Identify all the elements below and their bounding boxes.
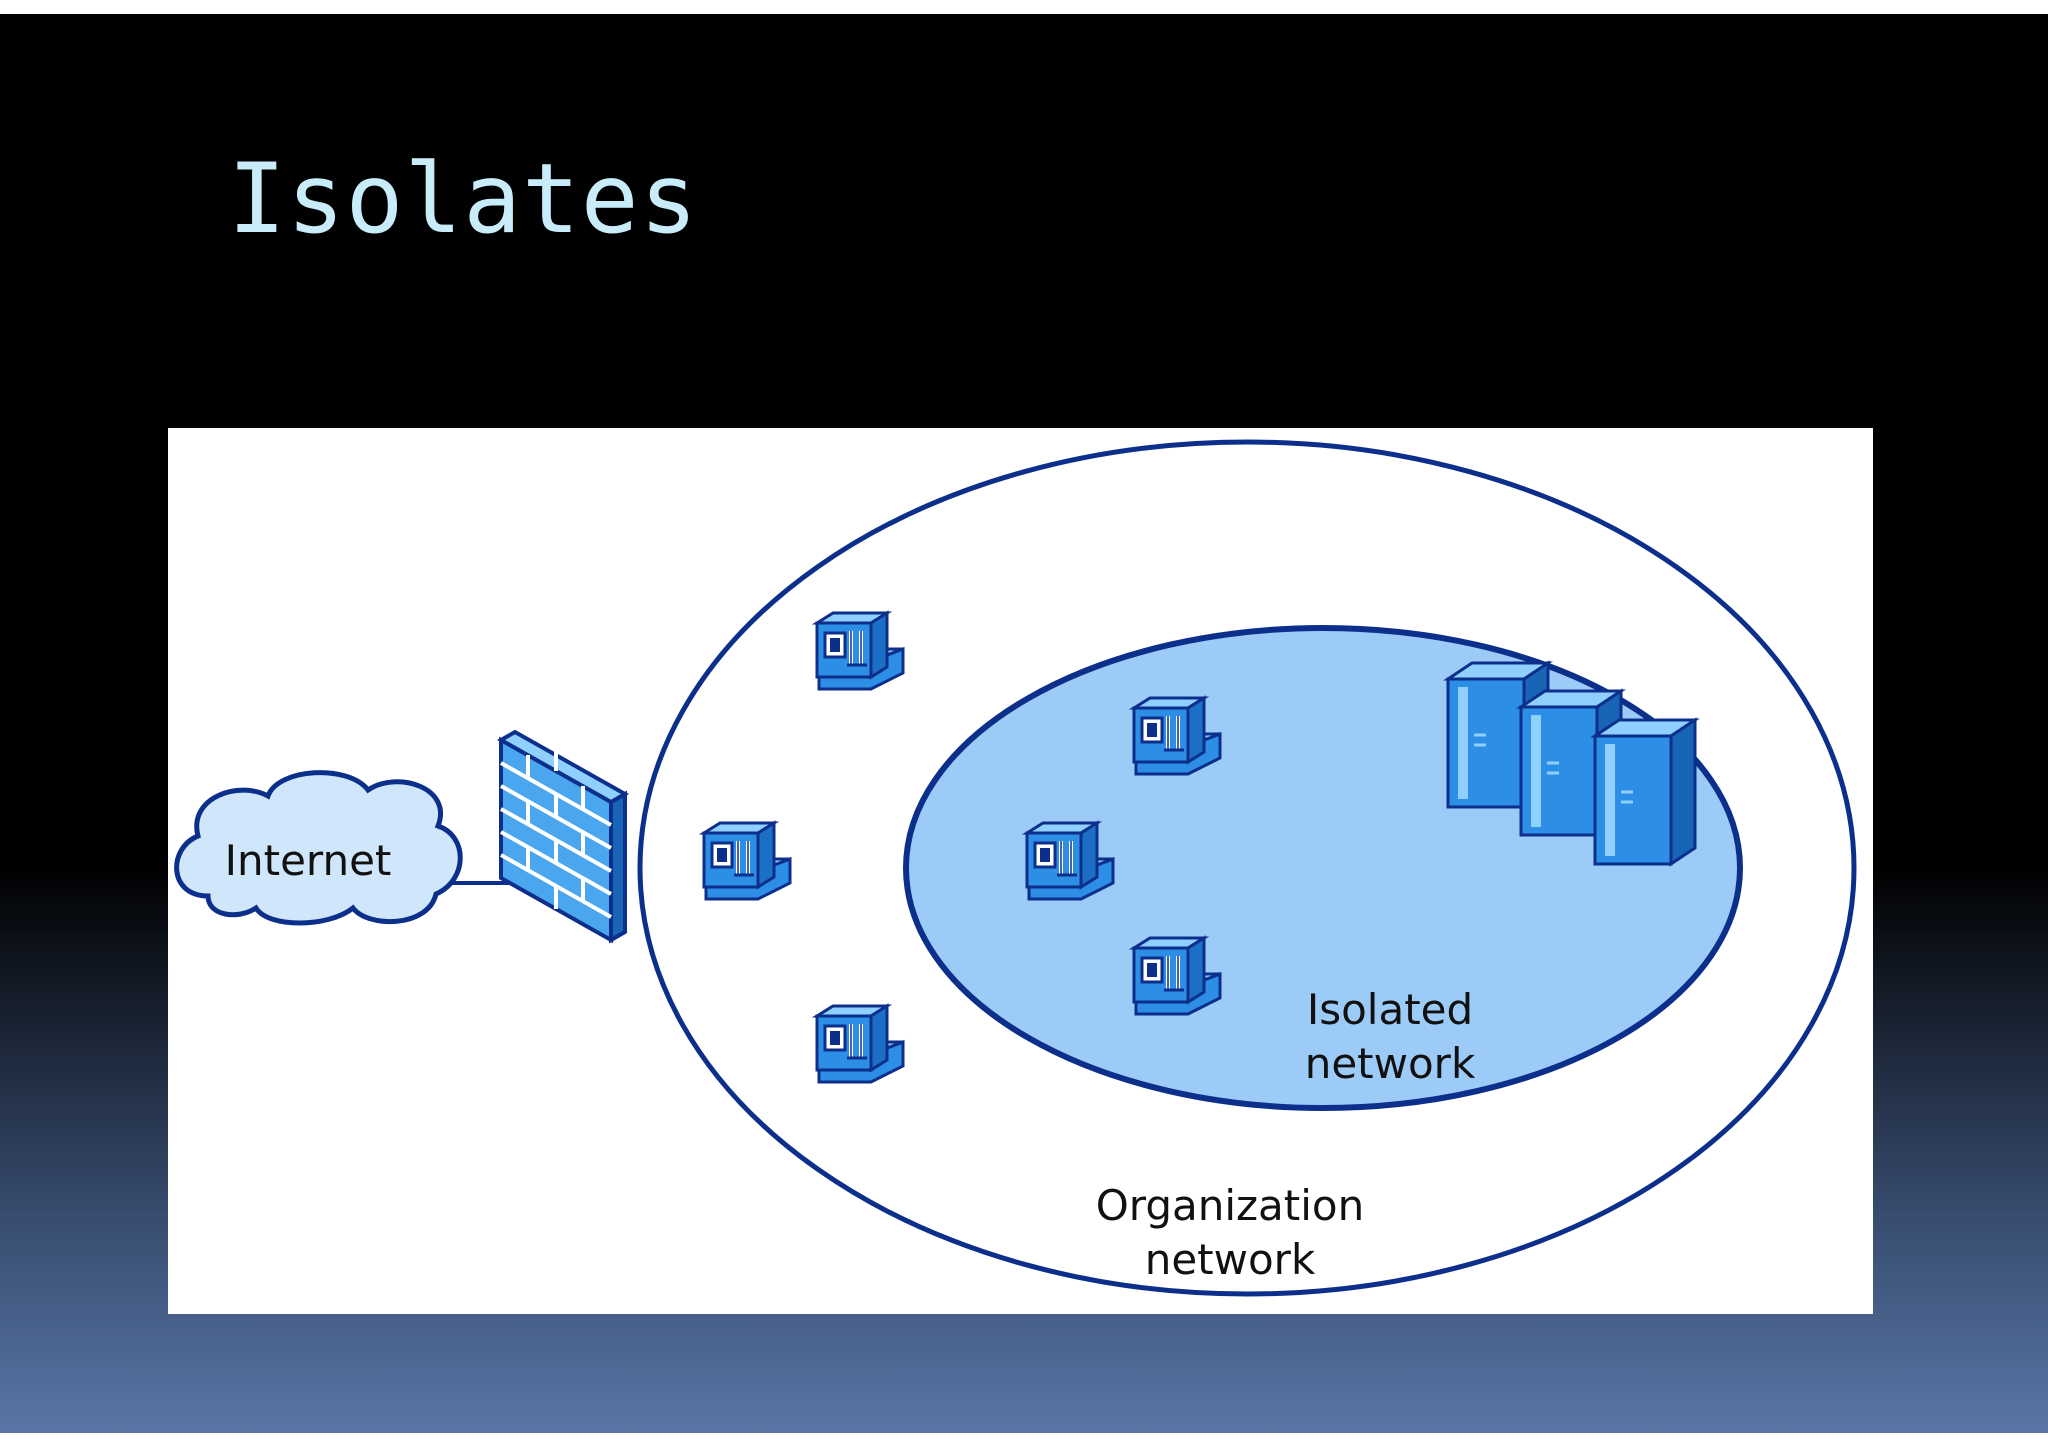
internet-cloud-icon <box>174 770 463 926</box>
firewall-icon <box>496 729 630 944</box>
server-icon <box>1593 718 1697 866</box>
isolated-network-label-line2: network <box>1305 1039 1476 1088</box>
isolated-network-label-line1: Isolated <box>1307 985 1473 1034</box>
network-diagram: Internet Isolated <box>168 428 1873 1314</box>
organization-network-label-line2: network <box>1145 1235 1316 1284</box>
internet-label: Internet <box>225 836 392 885</box>
slide-title: Isolates <box>228 143 699 255</box>
network-diagram-svg: Internet Isolated <box>174 439 1857 1297</box>
organization-network-label-line1: Organization <box>1096 1181 1365 1230</box>
slide: Isolates <box>0 14 2048 1433</box>
